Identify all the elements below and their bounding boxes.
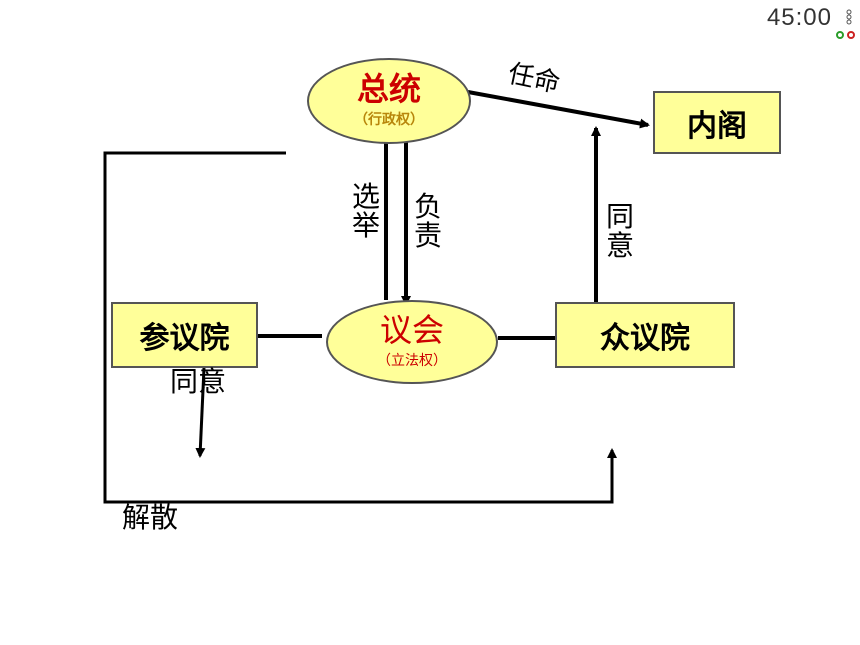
parliament-subtitle: （立法权） bbox=[377, 352, 447, 369]
parliament-node: 议会 （立法权） bbox=[326, 300, 498, 384]
appoint-arrow bbox=[467, 90, 650, 129]
responsible-label-char-1: 负 bbox=[414, 190, 443, 223]
president-node: 总统 （行政权） bbox=[307, 58, 471, 144]
president-title: 总统 bbox=[356, 70, 421, 109]
senate-node: 参议院 bbox=[111, 302, 258, 368]
responsible-label: 负 责 bbox=[414, 192, 442, 251]
countdown-timer: 45:00 bbox=[766, 4, 832, 31]
consent-left-arrow bbox=[195, 367, 206, 458]
president-subtitle: （行政权） bbox=[354, 111, 424, 128]
house-node: 众议院 bbox=[555, 302, 735, 368]
elect-label-char-2: 举 bbox=[352, 209, 381, 243]
dissolve-label: 解散 bbox=[122, 501, 179, 534]
house-title: 众议院 bbox=[600, 321, 690, 356]
senate-title: 参议院 bbox=[139, 321, 230, 356]
cabinet-node: 内阁 bbox=[653, 91, 781, 154]
consent-right-label: 同 意 bbox=[606, 202, 634, 261]
timer-controls-icon[interactable] bbox=[834, 6, 856, 40]
consent-left-label: 同意 bbox=[170, 365, 227, 398]
elect-label: 选 举 bbox=[352, 182, 380, 241]
cabinet-title: 内阁 bbox=[687, 108, 747, 144]
dissolve-loop bbox=[103, 151, 617, 504]
consent-right-label-char-1: 同 bbox=[606, 200, 635, 233]
responsible-label-char-2: 责 bbox=[414, 219, 443, 253]
parliament-title: 议会 bbox=[379, 311, 444, 350]
elect-label-char-1: 选 bbox=[352, 180, 381, 213]
consent-right-label-char-2: 意 bbox=[606, 229, 635, 263]
